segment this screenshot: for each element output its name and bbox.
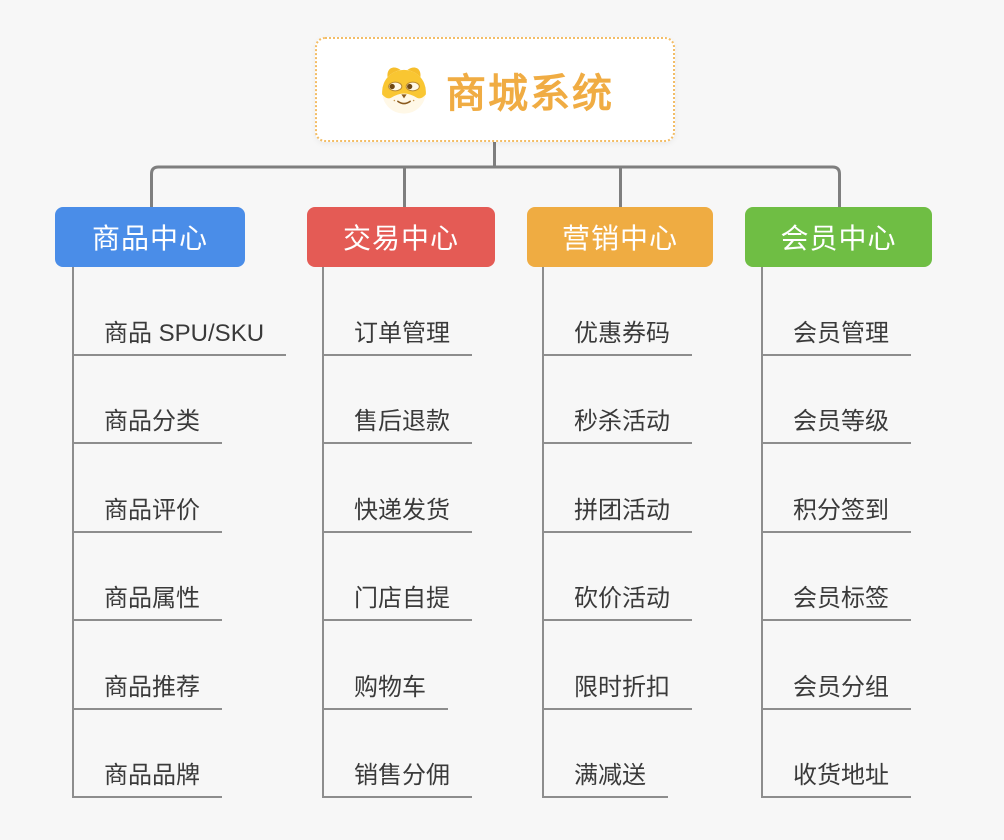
leaf-row: 优惠券码 xyxy=(544,267,692,356)
leaf-node-spend-and-save[interactable]: 满减送 xyxy=(544,755,668,798)
leaf-row: 限时折扣 xyxy=(544,621,692,710)
leaf-node-product-brand[interactable]: 商品品牌 xyxy=(74,755,222,798)
leaf-node-product-spu-sku[interactable]: 商品 SPU/SKU xyxy=(74,313,287,356)
branch-node-marketing-center[interactable]: 营销中心 xyxy=(527,207,713,267)
branch-rail-line xyxy=(150,165,841,207)
leaf-node-aftersale-refund[interactable]: 售后退款 xyxy=(324,401,472,444)
leaf-row: 商品 SPU/SKU xyxy=(74,267,287,356)
branch-node-product-center[interactable]: 商品中心 xyxy=(55,207,245,267)
leaf-row: 会员标签 xyxy=(763,533,911,621)
leaf-row: 商品品牌 xyxy=(74,710,222,798)
leaf-list-member-center: 会员管理 会员等级 积分签到 会员标签 会员分组 收货地址 xyxy=(761,267,911,798)
leaf-list-trade-center: 订单管理 售后退款 快递发货 门店自提 购物车 销售分佣 xyxy=(322,267,472,798)
leaf-node-sales-commission[interactable]: 销售分佣 xyxy=(324,755,472,798)
leaf-row: 订单管理 xyxy=(324,267,472,356)
root-title: 商城系统 xyxy=(446,71,614,116)
leaf-node-shopping-cart[interactable]: 购物车 xyxy=(324,667,448,710)
leaf-row: 拼团活动 xyxy=(544,444,692,533)
leaf-row: 商品推荐 xyxy=(74,621,222,710)
leaf-list-product-center: 商品 SPU/SKU 商品分类 商品评价 商品属性 商品推荐 商品品牌 xyxy=(72,267,287,798)
leaf-row: 商品属性 xyxy=(74,533,222,621)
branch-node-trade-center[interactable]: 交易中心 xyxy=(307,207,495,267)
leaf-row: 购物车 xyxy=(324,621,448,710)
leaf-node-member-level[interactable]: 会员等级 xyxy=(763,401,911,444)
leaf-node-product-recommend[interactable]: 商品推荐 xyxy=(74,667,222,710)
leaf-node-bargain-activity[interactable]: 砍价活动 xyxy=(544,578,692,621)
leaf-row: 商品分类 xyxy=(74,356,222,444)
leaf-node-member-management[interactable]: 会员管理 xyxy=(763,313,911,356)
leaf-node-points-checkin[interactable]: 积分签到 xyxy=(763,490,911,533)
leaf-node-member-tag[interactable]: 会员标签 xyxy=(763,578,911,621)
leaf-row: 满减送 xyxy=(544,710,668,798)
leaf-node-order-management[interactable]: 订单管理 xyxy=(324,313,472,356)
leaf-row: 销售分佣 xyxy=(324,710,472,798)
leaf-row: 积分签到 xyxy=(763,444,911,533)
leaf-list-marketing-center: 优惠券码 秒杀活动 拼团活动 砍价活动 限时折扣 满减送 xyxy=(542,267,692,798)
leaf-row: 商品评价 xyxy=(74,444,222,533)
leaf-node-product-review[interactable]: 商品评价 xyxy=(74,490,222,533)
leaf-node-member-group[interactable]: 会员分组 xyxy=(763,667,911,710)
leaf-row: 售后退款 xyxy=(324,356,472,444)
leaf-row: 门店自提 xyxy=(324,533,472,621)
leaf-node-shipping-address[interactable]: 收货地址 xyxy=(763,755,911,798)
leaf-node-express-delivery[interactable]: 快递发货 xyxy=(324,490,472,533)
leaf-row: 快递发货 xyxy=(324,444,472,533)
leaf-row: 会员等级 xyxy=(763,356,911,444)
leaf-row: 砍价活动 xyxy=(544,533,692,621)
leaf-row: 会员分组 xyxy=(763,621,911,710)
leaf-node-group-buy[interactable]: 拼团活动 xyxy=(544,490,692,533)
branch-node-member-center[interactable]: 会员中心 xyxy=(745,207,932,267)
root-node-mall-system[interactable]: 商城系统 xyxy=(315,37,675,142)
leaf-node-store-pickup[interactable]: 门店自提 xyxy=(324,578,472,621)
leaf-row: 秒杀活动 xyxy=(544,356,692,444)
leaf-node-flash-sale[interactable]: 秒杀活动 xyxy=(544,401,692,444)
dog-face-icon xyxy=(382,67,426,114)
leaf-node-product-category[interactable]: 商品分类 xyxy=(74,401,222,444)
leaf-node-limited-time-discount[interactable]: 限时折扣 xyxy=(544,667,692,710)
leaf-row: 会员管理 xyxy=(763,267,911,356)
leaf-row: 收货地址 xyxy=(763,710,911,798)
leaf-node-coupon-code[interactable]: 优惠券码 xyxy=(544,313,692,356)
leaf-node-product-attribute[interactable]: 商品属性 xyxy=(74,578,222,621)
